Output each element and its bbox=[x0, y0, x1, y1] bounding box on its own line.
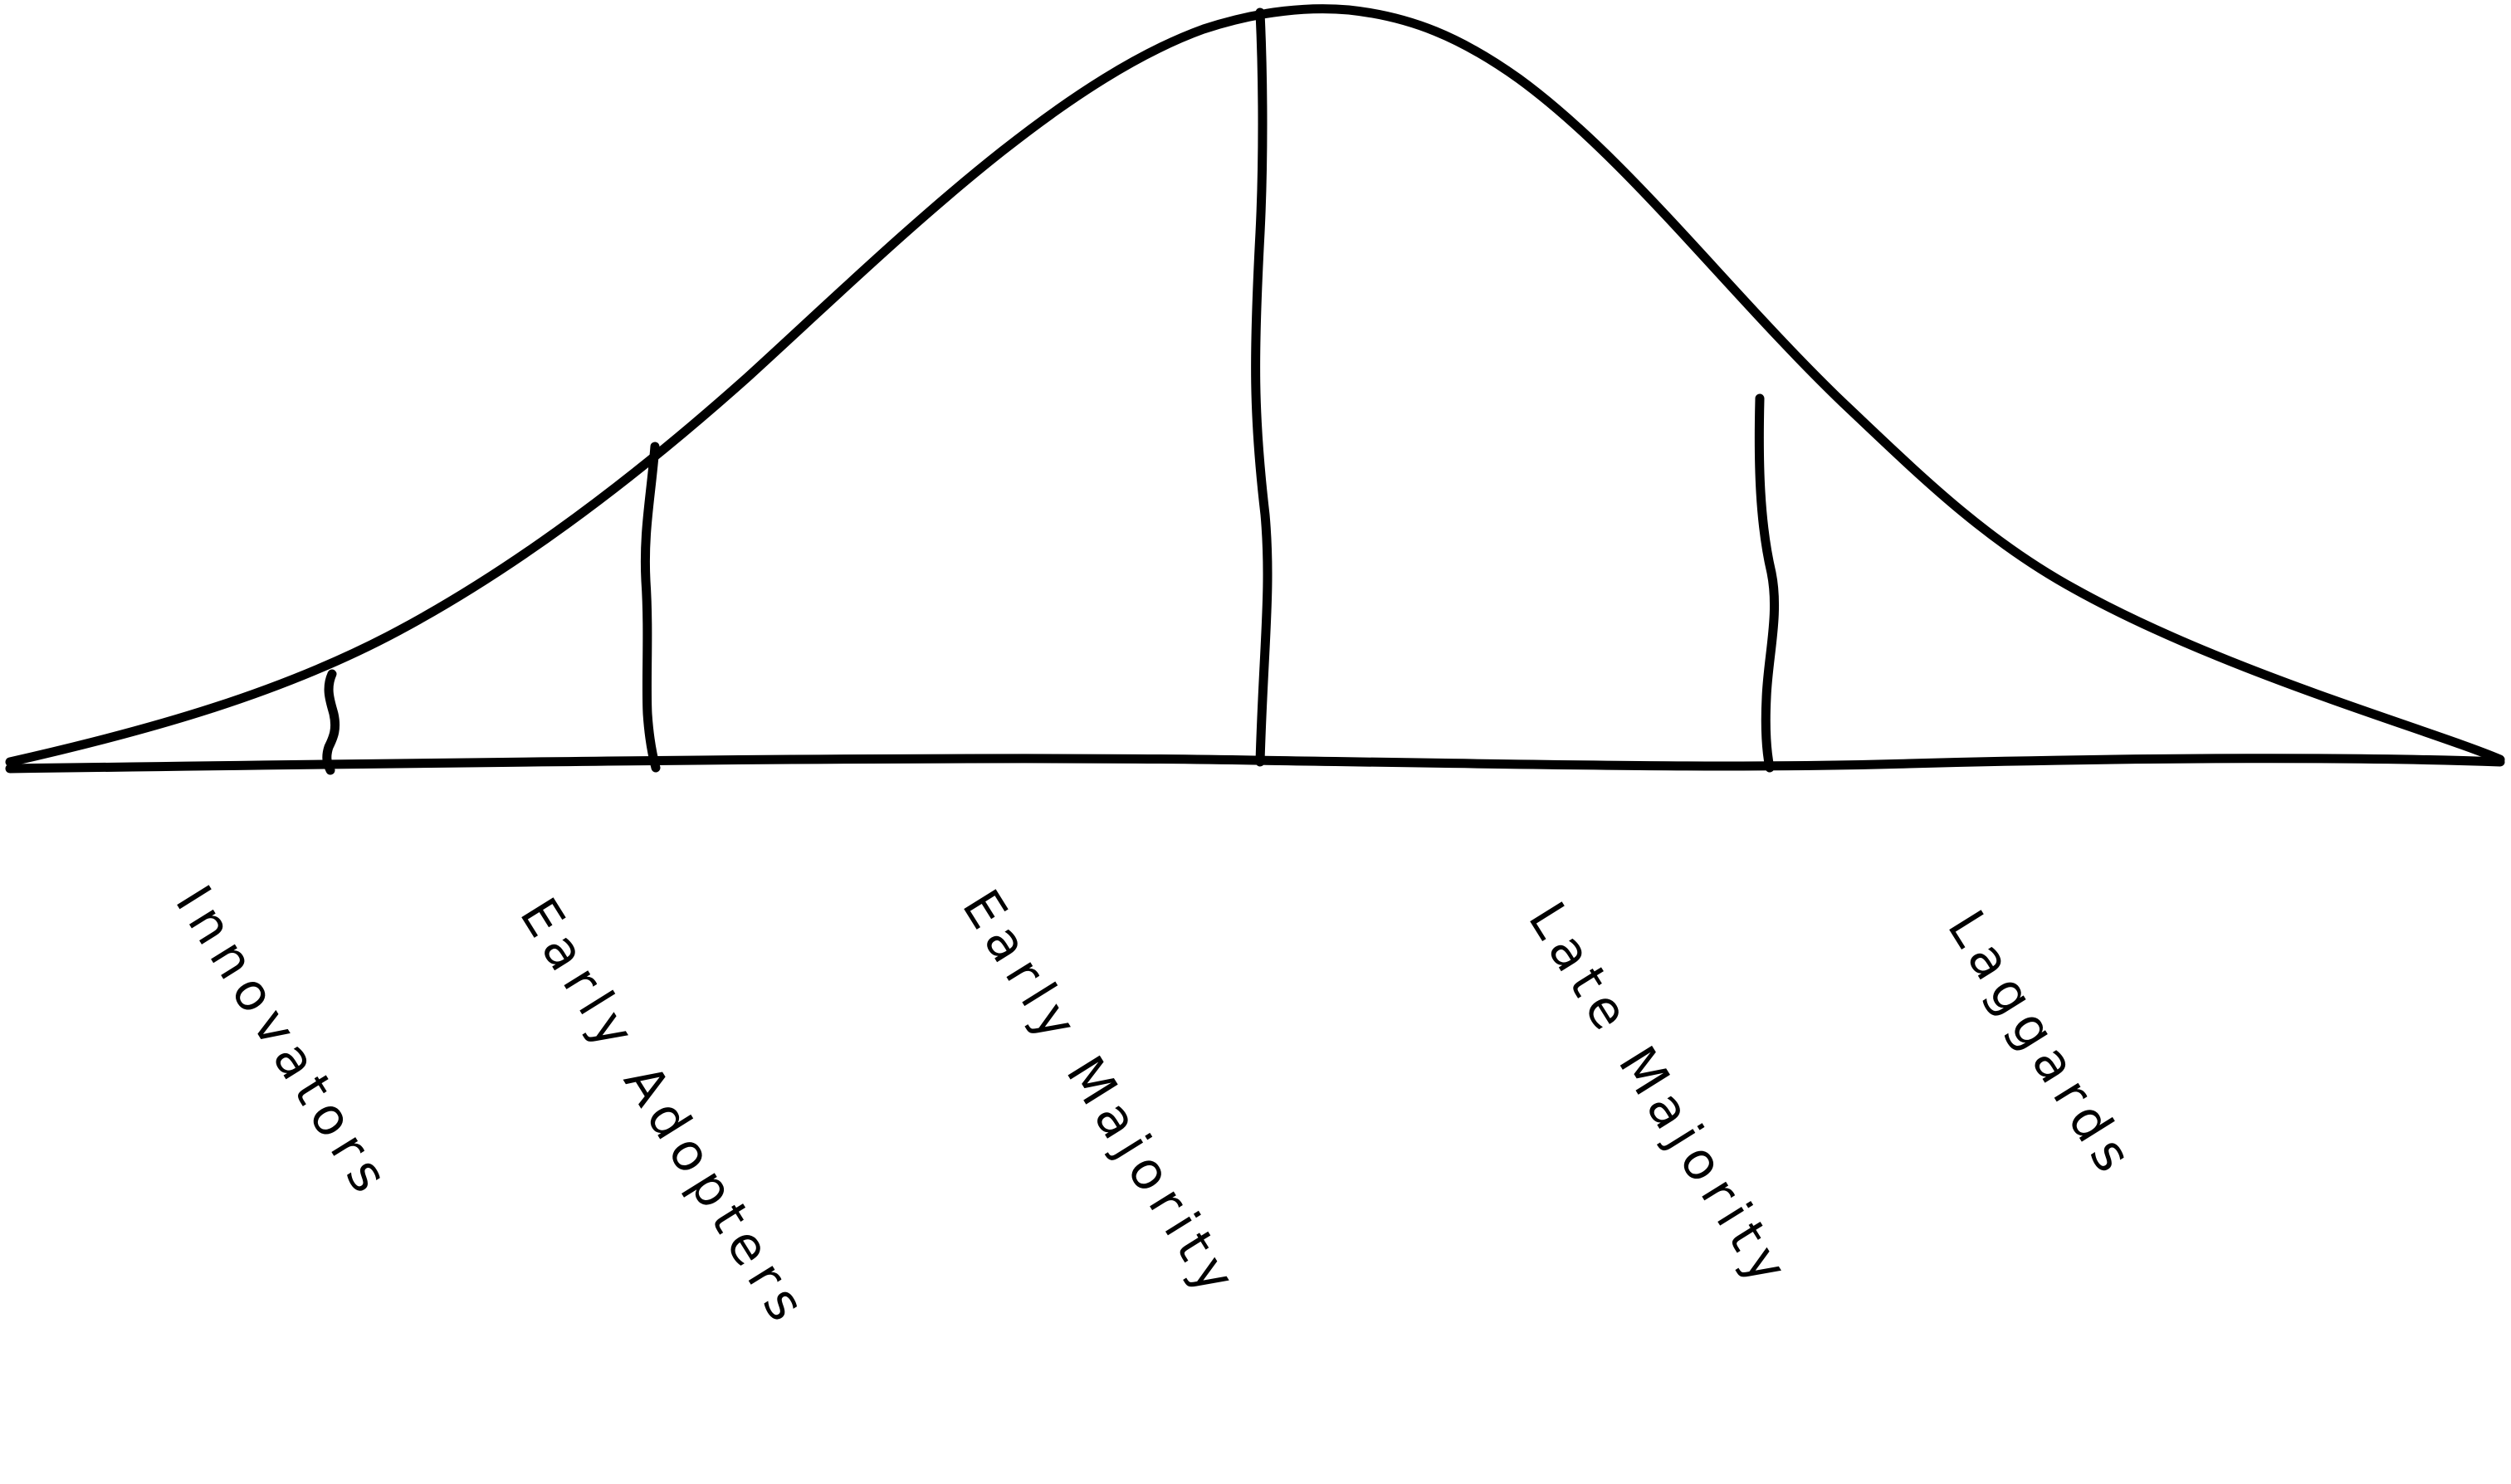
divider-late-majority-laggards bbox=[1754, 393, 1780, 773]
label-early-majority: Early Majority bbox=[950, 879, 1251, 1310]
label-early-adopters: Early Adopters bbox=[508, 887, 821, 1338]
label-innovators: Innovators bbox=[164, 875, 404, 1209]
divider-early-majority-late-majority bbox=[1251, 7, 1273, 767]
bell-curve bbox=[5, 4, 2505, 767]
label-late-majority: Late Majority bbox=[1517, 891, 1803, 1300]
label-laggards: Laggards bbox=[1936, 900, 2147, 1189]
divider-early-adopters-early-majority bbox=[640, 442, 661, 773]
divider-innovators-early-adopters bbox=[322, 669, 340, 775]
segment-labels: Innovators Early Adopters Early Majority… bbox=[164, 875, 2147, 1338]
baseline bbox=[5, 754, 2505, 774]
